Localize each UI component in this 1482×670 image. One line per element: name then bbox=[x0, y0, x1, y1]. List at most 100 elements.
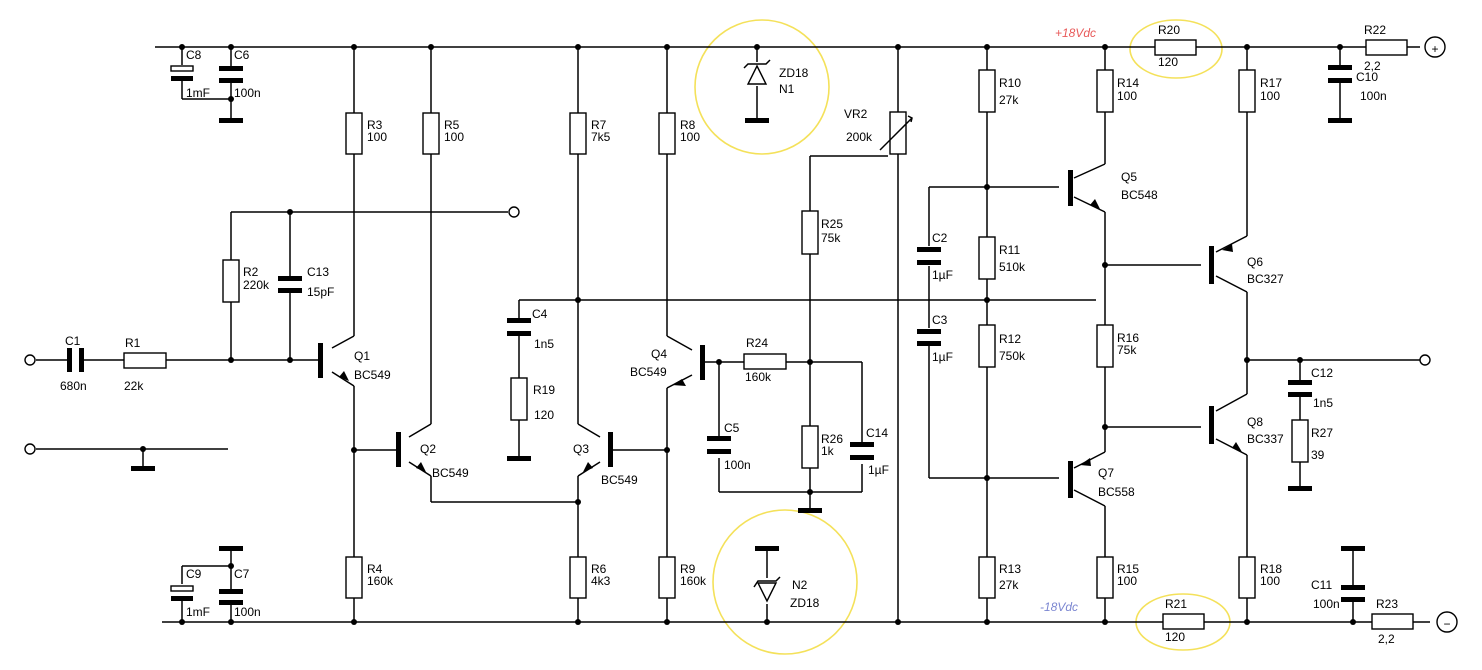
c11-name: C11 bbox=[1311, 578, 1332, 592]
positive-supply-terminal bbox=[1424, 36, 1446, 58]
r16-value: 75k bbox=[1117, 343, 1137, 357]
r10-value: 27k bbox=[999, 93, 1019, 107]
zd18-bottom-name: N2 bbox=[792, 578, 808, 592]
q4-name: Q4 bbox=[651, 347, 667, 361]
highlight-r20 bbox=[1129, 19, 1223, 79]
q5-value: BC548 bbox=[1121, 188, 1158, 202]
r1-value: 22k bbox=[124, 379, 144, 393]
r20-value: 120 bbox=[1158, 55, 1178, 69]
c1-name: C1 bbox=[65, 334, 81, 348]
r19-name: R19 bbox=[533, 383, 555, 397]
r27-value: 39 bbox=[1311, 448, 1325, 462]
r13-value: 27k bbox=[999, 578, 1019, 592]
r26-name: R26 bbox=[821, 432, 843, 446]
r7-name: R7 bbox=[591, 118, 607, 132]
wires bbox=[36, 46, 1430, 623]
ground-symbols bbox=[131, 118, 1365, 551]
zd18-bottom-value: ZD18 bbox=[790, 596, 820, 610]
r5-value: 100 bbox=[444, 130, 464, 144]
r7-value: 7k5 bbox=[591, 130, 611, 144]
q6-name: Q6 bbox=[1247, 255, 1263, 269]
r2-name: R2 bbox=[243, 265, 259, 279]
q1-name: Q1 bbox=[354, 349, 370, 363]
c3-name: C3 bbox=[932, 313, 948, 327]
r24-name: R24 bbox=[746, 336, 768, 350]
c2-value: 1µF bbox=[932, 268, 953, 282]
r12-name: R12 bbox=[999, 332, 1021, 346]
r5-name: R5 bbox=[444, 118, 460, 132]
c12-value: 1n5 bbox=[1313, 396, 1333, 410]
r8-value: 100 bbox=[680, 130, 700, 144]
r4-value: 160k bbox=[367, 574, 394, 588]
c5-name: C5 bbox=[724, 421, 740, 435]
c2-name: C2 bbox=[932, 231, 948, 245]
c7-name: C7 bbox=[234, 567, 250, 581]
highlight-rings bbox=[694, 19, 1231, 655]
c6-value: 100n bbox=[234, 86, 261, 100]
highlight-zd18-bottom bbox=[712, 509, 858, 655]
q6-value: BC327 bbox=[1247, 272, 1284, 286]
c9-value: 1mF bbox=[186, 605, 210, 619]
c4-name: C4 bbox=[532, 307, 548, 321]
r25-value: 75k bbox=[821, 231, 841, 245]
r11-value: 510k bbox=[999, 260, 1026, 274]
q1-value: BC549 bbox=[354, 368, 391, 382]
c1-value: 680n bbox=[60, 379, 87, 393]
r25-name: R25 bbox=[821, 217, 843, 231]
zd18-top-value: N1 bbox=[779, 82, 795, 96]
r18-value: 100 bbox=[1260, 574, 1280, 588]
c8-value: 1mF bbox=[186, 86, 210, 100]
r3-name: R3 bbox=[367, 118, 383, 132]
vr2-name: VR2 bbox=[844, 107, 868, 121]
r10-name: R10 bbox=[999, 76, 1021, 90]
r17-name: R17 bbox=[1260, 76, 1282, 90]
c6-name: C6 bbox=[234, 48, 250, 62]
terminals bbox=[24, 36, 1458, 633]
q8-value: BC337 bbox=[1247, 432, 1284, 446]
r11-name: R11 bbox=[999, 243, 1020, 257]
r8-name: R8 bbox=[680, 118, 696, 132]
r2-value: 220k bbox=[243, 278, 270, 292]
negative-supply-terminal bbox=[1436, 611, 1458, 633]
r1-name: R1 bbox=[125, 336, 141, 350]
feedback-terminal bbox=[508, 206, 520, 218]
resistors bbox=[123, 39, 1414, 630]
q8-name: Q8 bbox=[1247, 415, 1263, 429]
r20-name: R20 bbox=[1158, 23, 1180, 37]
r13-name: R13 bbox=[999, 562, 1021, 576]
r14-value: 100 bbox=[1117, 89, 1137, 103]
c5-value: 100n bbox=[724, 458, 751, 472]
q7-name: Q7 bbox=[1098, 466, 1114, 480]
c9-name: C9 bbox=[186, 567, 202, 581]
q5-name: Q5 bbox=[1121, 170, 1137, 184]
positive-rail-label: +18Vdc bbox=[1055, 26, 1096, 40]
ground-terminal bbox=[24, 443, 36, 455]
c14-name: C14 bbox=[866, 426, 888, 440]
capacitors bbox=[67, 65, 1365, 605]
r27-name: R27 bbox=[1311, 426, 1333, 440]
r14-name: R14 bbox=[1117, 76, 1139, 90]
c13-name: C13 bbox=[307, 265, 329, 279]
r6-name: R6 bbox=[591, 562, 607, 576]
plus-symbol: + bbox=[1431, 42, 1438, 56]
r21-value: 120 bbox=[1165, 630, 1185, 644]
c12-name: C12 bbox=[1311, 366, 1333, 380]
r22-name: R22 bbox=[1364, 23, 1386, 37]
negative-rail-label: -18Vdc bbox=[1040, 600, 1078, 614]
transistors bbox=[318, 170, 1242, 498]
r24-value: 160k bbox=[745, 370, 772, 384]
r9-name: R9 bbox=[680, 562, 696, 576]
r12-value: 750k bbox=[999, 349, 1026, 363]
output-terminal bbox=[1419, 354, 1431, 366]
c10-value: 100n bbox=[1360, 89, 1387, 103]
q3-name: Q3 bbox=[573, 442, 589, 456]
zd18-top-name: ZD18 bbox=[779, 66, 809, 80]
vr2-value: 200k bbox=[846, 130, 873, 144]
zener-diodes bbox=[743, 59, 781, 603]
r18-name: R18 bbox=[1260, 562, 1282, 576]
r4-name: R4 bbox=[367, 562, 383, 576]
r22-value: 2,2 bbox=[1364, 59, 1381, 73]
r23-name: R23 bbox=[1376, 597, 1398, 611]
r15-value: 100 bbox=[1117, 574, 1137, 588]
q3-value: BC549 bbox=[601, 473, 638, 487]
